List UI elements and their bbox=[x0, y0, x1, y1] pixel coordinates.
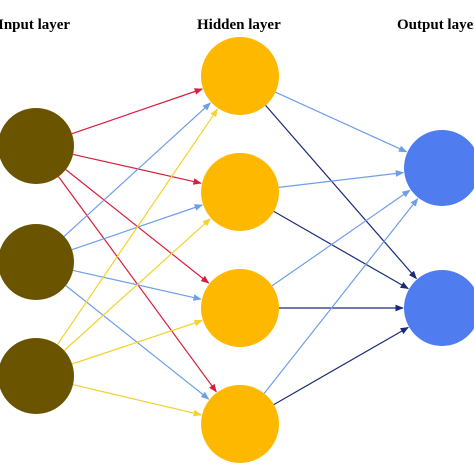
output-layer-label: Output layer bbox=[397, 17, 474, 33]
edge-input-3-to-hidden-4 bbox=[72, 384, 202, 417]
edge-input-1-to-hidden-2 bbox=[72, 153, 202, 185]
neurons bbox=[0, 37, 474, 463]
edge-input-3-to-hidden-1 bbox=[56, 108, 218, 345]
output-neuron-1 bbox=[404, 130, 474, 206]
edge-hidden-4-to-output-2 bbox=[273, 326, 409, 406]
input-neuron-2 bbox=[0, 224, 74, 300]
connections bbox=[56, 88, 419, 417]
hidden-layer-label: Hidden layer bbox=[197, 17, 281, 33]
hidden-neuron-2 bbox=[201, 153, 279, 231]
edge-input-1-to-hidden-1 bbox=[71, 88, 203, 135]
edge-hidden-3-to-output-1 bbox=[271, 189, 411, 287]
hidden-neuron-3 bbox=[201, 269, 279, 347]
edge-hidden-2-to-output-2 bbox=[273, 210, 409, 290]
output-neuron-2 bbox=[404, 270, 474, 346]
input-neuron-3 bbox=[0, 338, 74, 414]
edge-hidden-1-to-output-1 bbox=[275, 91, 408, 153]
hidden-neuron-4 bbox=[201, 385, 279, 463]
edge-hidden-4-to-output-1 bbox=[263, 197, 419, 394]
hidden-neuron-1 bbox=[201, 37, 279, 115]
edge-input-3-to-hidden-2 bbox=[63, 218, 211, 351]
edge-hidden-2-to-output-1 bbox=[278, 170, 405, 188]
input-neuron-1 bbox=[0, 108, 74, 184]
edge-hidden-1-to-output-2 bbox=[265, 105, 417, 280]
edge-input-2-to-hidden-1 bbox=[63, 102, 212, 237]
edge-input-3-to-hidden-3 bbox=[71, 319, 203, 365]
input-layer-label: Input layer bbox=[0, 17, 70, 33]
